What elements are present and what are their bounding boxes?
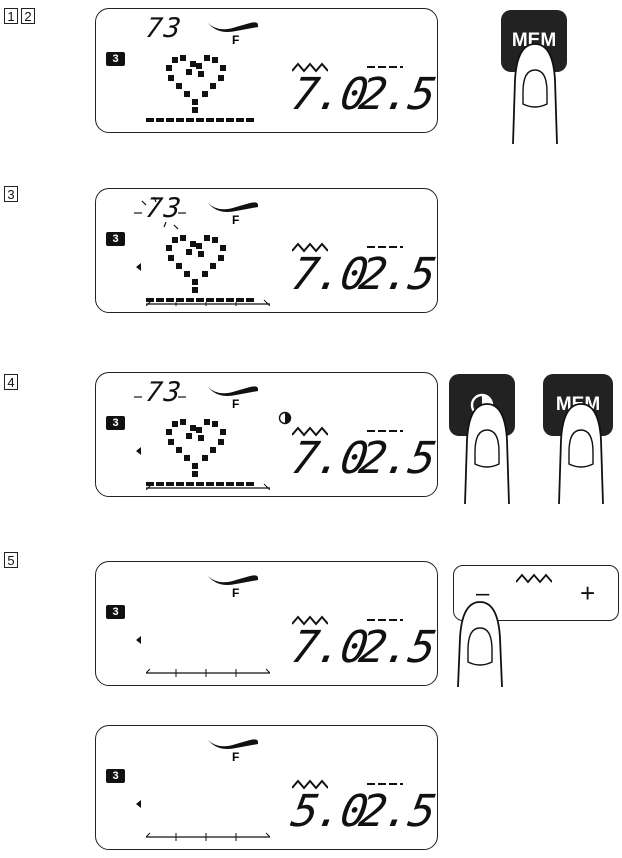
memory-badge: 3 — [106, 605, 125, 619]
half-circle-icon — [278, 411, 292, 425]
step-label: 3 — [4, 186, 18, 202]
plus-button[interactable]: + — [580, 578, 595, 609]
presser-foot-icon: F — [206, 195, 266, 225]
finger-icon — [452, 598, 508, 688]
length-value: 2.5 — [355, 69, 438, 121]
presser-foot-icon: F — [206, 379, 266, 409]
finger-icon — [553, 400, 609, 505]
step-number: 1 — [4, 8, 18, 24]
lcd-display: 73 F 3 7.0 2.5 — [95, 8, 438, 133]
stitch-bar — [146, 118, 256, 122]
length-value: 2.5 — [355, 433, 438, 485]
width-icon — [516, 572, 552, 584]
cursor-arrow-icon — [136, 636, 141, 644]
step-number: 2 — [21, 8, 35, 24]
presser-foot-icon: F — [206, 568, 266, 598]
step-number: 4 — [4, 374, 18, 390]
step-number: 5 — [4, 552, 18, 568]
foot-letter: F — [232, 213, 239, 225]
length-value: 2.5 — [355, 622, 438, 674]
lcd-display: 73 F 3 7.0 2.5 — [95, 372, 438, 497]
stitch-line-icon — [146, 829, 270, 843]
lcd-display: F 3 7.0 2.5 — [95, 561, 438, 686]
step-number: 3 — [4, 186, 18, 202]
foot-letter: F — [232, 397, 239, 409]
pattern-number: 73 — [144, 13, 185, 44]
stitch-line-icon — [146, 476, 270, 490]
cursor-arrow-icon — [136, 800, 141, 808]
foot-letter: F — [232, 33, 239, 45]
presser-foot-icon: F — [206, 15, 266, 45]
cursor-arrow-icon — [136, 263, 141, 271]
stitch-line-icon — [146, 292, 270, 306]
stitch-line-icon — [146, 665, 270, 679]
heart-stitch-icon — [164, 53, 228, 123]
memory-badge: 3 — [106, 52, 125, 66]
length-value: 2.5 — [355, 786, 438, 838]
cursor-arrow-icon — [136, 447, 141, 455]
presser-foot-icon: F — [206, 732, 266, 762]
blink-marks-icon — [132, 379, 188, 415]
length-value: 2.5 — [355, 249, 438, 301]
lcd-display: 73 F 3 7.0 2.5 — [95, 188, 438, 313]
foot-letter: F — [232, 750, 239, 762]
lcd-display: F 3 5.0 2.5 — [95, 725, 438, 850]
blink-marks-icon — [132, 195, 188, 231]
step-label: 1 2 — [4, 8, 35, 24]
finger-icon — [459, 400, 515, 505]
memory-badge: 3 — [106, 416, 125, 430]
foot-letter: F — [232, 586, 239, 598]
step-label: 5 — [4, 552, 18, 568]
memory-badge: 3 — [106, 769, 125, 783]
step-label: 4 — [4, 374, 18, 390]
finger-icon — [507, 40, 563, 145]
memory-badge: 3 — [106, 232, 125, 246]
